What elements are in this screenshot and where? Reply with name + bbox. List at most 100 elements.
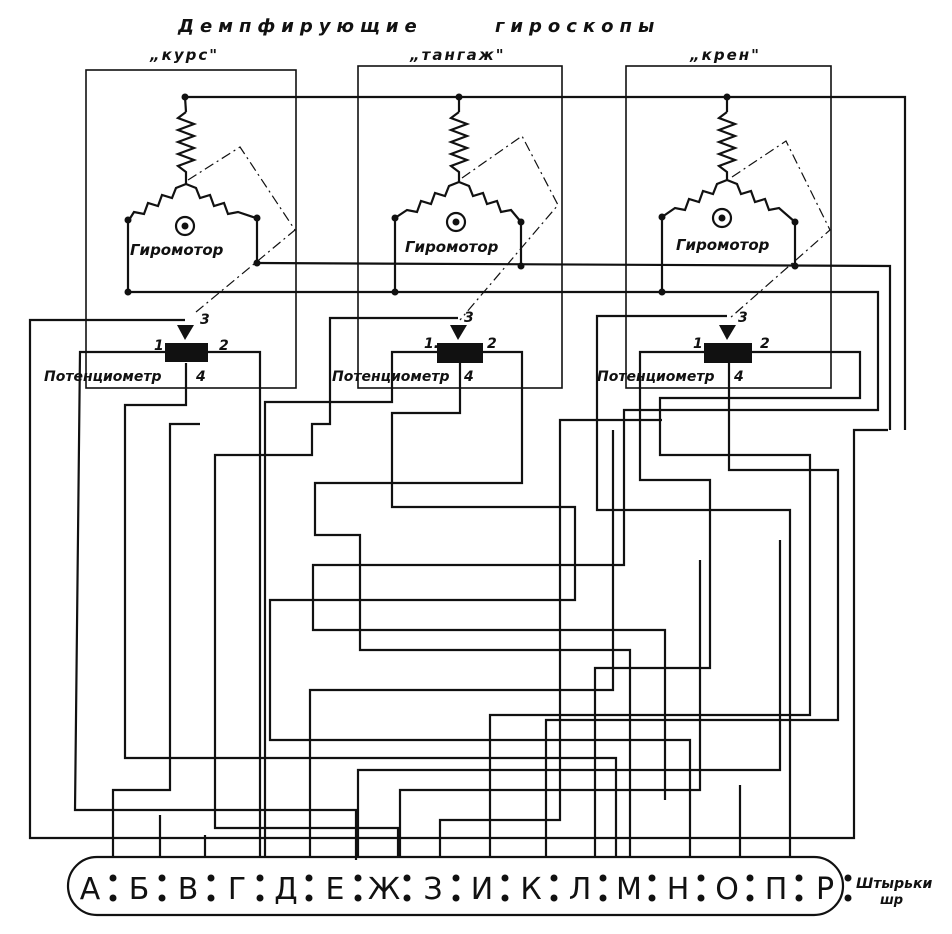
gyro-unit-kren: „крен" Гиромотор 3 1 2 4 Потенциометр [597,46,832,389]
connector-pin-dot [599,874,607,882]
wire-kurs-2 [208,350,262,857]
connector-pin-dot [403,894,411,902]
connector-pin-label: Н [667,872,690,907]
connector-pin-dot [452,874,460,882]
connector-pin-dot [109,874,117,882]
connector-pin-dot [795,894,803,902]
connector-pin-dot [746,894,754,902]
wire-misc-3 [398,560,702,857]
wire-tangazh-1 [263,350,437,857]
gyro-name-kren: „крен" [689,46,761,64]
connector-pin-dot [256,894,264,902]
connector-pin-label: М [616,872,642,907]
connector-pin-label: Ж [368,872,400,907]
connector-pin-label: Е [326,872,345,907]
wire-motor-bus [256,261,892,430]
connector-pin-dot [158,874,166,882]
gyro-resistor-kren [715,111,739,180]
pot-label-kren: Потенциометр [597,369,715,385]
gyro-name-tangazh: „тангаж" [409,46,506,64]
svg-text:3: 3 [200,312,210,328]
connector-pin-dot [697,894,705,902]
connector-pin-label: П [765,872,788,907]
connector-pin-dot [599,894,607,902]
connector-pin-label: Г [228,872,246,907]
gyro-name-kurs: „курс" [149,46,219,64]
title-right: гироскопы [495,16,660,37]
connector-pin-dot [354,874,362,882]
connector-pin-label: В [178,872,199,907]
pot-wiper-kurs [177,325,194,340]
connector-sublabel: шр [880,893,903,908]
wire-tangazh-3 [213,316,458,857]
pot-wiper-tangazh [450,325,467,340]
connector-pin-dot [648,894,656,902]
svg-text:3: 3 [464,310,474,326]
connector-pin-dot [305,874,313,882]
wire-misc-1 [308,430,615,857]
svg-text:1: 1 [154,338,164,354]
connector-label: Штырьки [856,876,932,892]
svg-text:2: 2 [487,336,497,352]
wire-kren-1 [593,350,712,857]
wire-kren-2 [488,350,862,857]
connector-pin-dot [305,894,313,902]
pot-label-kurs: Потенциометр [44,369,162,385]
connector-pin-dot [648,874,656,882]
connector-pin-dot [158,894,166,902]
wire-kren-4 [544,363,840,857]
gyro-housing-kurs [85,69,297,389]
gyro-resistor-tangazh [447,111,471,182]
connector-pin-dot [403,874,411,882]
svg-text:3: 3 [738,310,748,326]
connector-pin-dot [109,894,117,902]
pot-body-tangazh [437,343,483,363]
connector-pin-label: И [471,872,493,907]
connector-pin-dot [697,874,705,882]
svg-text:4: 4 [195,369,206,385]
wire-top-bus [185,95,907,430]
svg-text:2: 2 [219,338,229,354]
wire-kurs-3 [28,318,888,840]
connector-pin-dot [207,874,215,882]
connector-pin-label: Б [129,872,150,907]
connector-pin-label: З [423,872,442,907]
svg-text:4: 4 [463,369,474,385]
connector-pin-dot [795,874,803,882]
connector-pin-label: О [715,872,739,907]
gyro-unit-kurs: „курс" Гиромотор 3 1 2 4 Потенциометр [44,46,297,389]
connector-body [66,855,845,917]
gyro-rotor-tangazh [445,211,467,233]
connector-pin-dot [550,894,558,902]
connector-pin-dot [452,894,460,902]
gyro-housing-tangazh [357,65,563,389]
svg-text:2: 2 [760,336,770,352]
wire-misc-2 [356,540,782,857]
connector-pin-dot [354,894,362,902]
wire-tangazh-4 [268,363,692,857]
gyro-housing-kren [625,65,832,389]
pot-label-tangazh: Потенциометр [332,369,450,385]
wire-kren-x [438,418,662,857]
connector-pin-label: К [520,872,541,907]
svg-text:1.: 1. [424,336,439,352]
connector-pin-label: Р [816,872,834,907]
wire-kurs-x [111,422,200,857]
svg-text:1: 1 [693,336,703,352]
connector-pin-dot [844,874,852,882]
connector-pin-dot [501,874,509,882]
gyro-rotor-kurs [174,215,196,237]
connector-pin-dot [844,894,852,902]
svg-text:4: 4 [733,369,744,385]
gyro-mech-link-kurs [187,146,296,313]
gyro-winding-right-kurs [185,182,257,220]
wire-kren-3 [595,314,792,857]
gyro-rotor-kren [711,207,733,229]
connector-pin-dot [501,894,509,902]
connector-pin-label: Д [274,872,297,907]
connector-pin-label: Л [569,872,592,907]
gyro-resistor-kurs [174,111,198,184]
